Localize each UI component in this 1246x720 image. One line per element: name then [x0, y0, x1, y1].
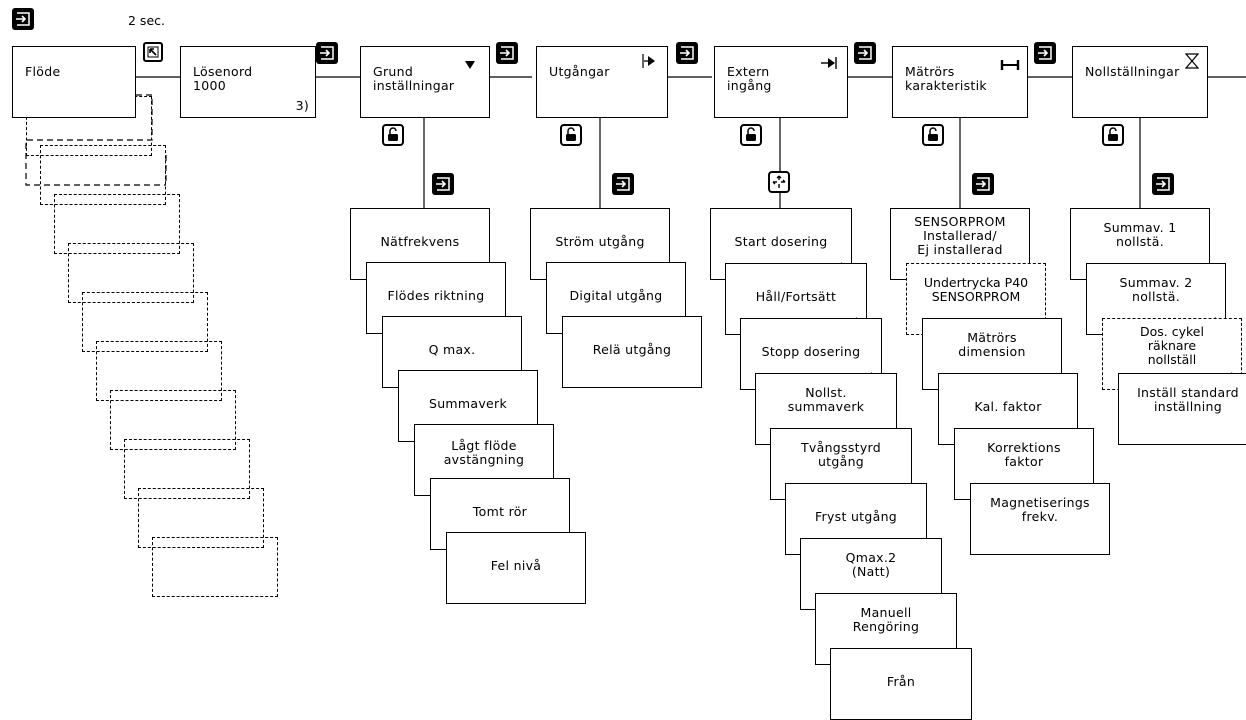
header-box-grund-label: Grund inställningar	[373, 64, 455, 93]
extern-item-label: Nollst. summaverk	[787, 385, 865, 414]
matrors-item: Magnetiserings frekv.	[970, 483, 1110, 555]
padlock-icon	[740, 124, 762, 146]
enter-key-icon	[676, 42, 698, 64]
extern-item-label: Tvångsstyrd utgång	[800, 440, 882, 469]
enter-key-icon	[316, 42, 338, 64]
matrors-item-label: Korrektions faktor	[987, 440, 1061, 469]
grund-item-label: Fel nivå	[490, 558, 542, 573]
header-box-utgangar-label: Utgångar	[549, 64, 610, 79]
extern-item: Från	[830, 648, 972, 720]
matrors-item-label: Magnetiserings frekv.	[990, 495, 1090, 524]
matrors-item-label: Mätrörs dimension	[958, 330, 1026, 359]
noll-item: Inställ standard inställning	[1118, 373, 1246, 445]
enter-key-icon	[972, 173, 994, 195]
grund-item-label: Summaverk	[428, 396, 508, 411]
padlock-icon	[382, 124, 404, 146]
enter-key-icon	[12, 8, 34, 30]
enter-key-icon	[854, 42, 876, 64]
extern-item-label: Stopp dosering	[761, 344, 861, 359]
utgang-item-label: Ström utgång	[555, 234, 645, 249]
header-box-matrors: Mätrörs karakteristik	[892, 46, 1028, 118]
matrors-item-label: SENSORPROM Installerad/ Ej installerad	[914, 214, 1006, 257]
padlock-icon	[922, 124, 944, 146]
flode-ghost-box	[110, 390, 236, 450]
select-key-icon	[143, 42, 163, 62]
flode-ghost-box	[54, 194, 180, 254]
matrors-item-label: Undertrycka P40 SENSORPROM	[923, 275, 1029, 304]
header-box-grund: Grund inställningar	[360, 46, 490, 118]
header-box-extern: Extern ingång	[714, 46, 848, 118]
enter-key-icon	[432, 173, 454, 195]
output-arrow-icon	[640, 52, 656, 70]
matrors-item-label: Kal. faktor	[974, 399, 1042, 414]
hourglass-icon	[1184, 53, 1200, 69]
flode-ghost-box	[138, 488, 264, 548]
header-box-extern-label: Extern ingång	[727, 64, 772, 93]
enter-key-icon	[496, 42, 518, 64]
header-box-losenord: Lösenord 1000 3)	[180, 46, 316, 118]
padlock-icon	[1102, 124, 1124, 146]
noll-item-label: Inställ standard inställning	[1137, 385, 1239, 414]
extern-item-label: Qmax.2 (Natt)	[845, 550, 897, 579]
input-arrow-icon	[820, 55, 838, 69]
header-box-utgangar: Utgångar	[536, 46, 668, 118]
grund-item-label: Nätfrekvens	[380, 234, 460, 249]
flode-ghost-box	[124, 439, 250, 499]
extern-item-label: Start dosering	[734, 234, 828, 249]
two-sec-label: 2 sec.	[128, 13, 165, 28]
noll-item-label: Summav. 1 nollstä.	[1103, 220, 1177, 249]
measuring-tube-icon	[1000, 56, 1020, 70]
flode-ghost-box	[96, 341, 222, 401]
enter-key-icon	[612, 173, 634, 195]
grund-item-label: Lågt flöde avstängning	[443, 438, 525, 467]
flode-ghost-box	[82, 292, 208, 352]
extern-item-label: Manuell Rengöring	[852, 605, 920, 634]
header-box-flode-label: Flöde	[25, 64, 61, 79]
noll-item-label: Dos. cykel räknare nollställ	[1140, 324, 1204, 367]
header-box-flode: Flöde	[12, 46, 136, 118]
utgang-item: Relä utgång	[562, 316, 702, 388]
header-box-losenord-label: Lösenord 1000	[193, 64, 253, 93]
utgang-item-label: Digital utgång	[569, 288, 663, 303]
grund-item-label: Tomt rör	[472, 504, 528, 519]
noll-item-label: Summav. 2 nollstä.	[1119, 275, 1193, 304]
extern-item-label: Håll/Fortsätt	[755, 289, 837, 304]
header-box-noll: Nollställningar	[1072, 46, 1208, 118]
flode-ghost-box	[68, 243, 194, 303]
grund-item-label: Flödes riktning	[387, 288, 485, 303]
header-box-matrors-label: Mätrörs karakteristik	[905, 64, 987, 93]
enter-key-icon	[1034, 42, 1056, 64]
utgang-item-label: Relä utgång	[592, 342, 672, 357]
flode-ghost-box	[40, 145, 166, 205]
flode-ghost-box	[152, 537, 278, 597]
extern-item-label: Fryst utgång	[814, 509, 898, 524]
arrow-down-icon	[463, 56, 477, 69]
enter-key-icon	[1152, 173, 1174, 195]
padlock-icon	[560, 124, 582, 146]
header-box-losenord-note: 3)	[295, 98, 309, 113]
extern-item-label: Från	[886, 674, 916, 689]
cycle-arrows-icon	[768, 171, 790, 193]
grund-item-label: Q max.	[428, 342, 476, 357]
grund-item: Fel nivå	[446, 532, 586, 604]
header-box-noll-label: Nollställningar	[1085, 64, 1180, 79]
